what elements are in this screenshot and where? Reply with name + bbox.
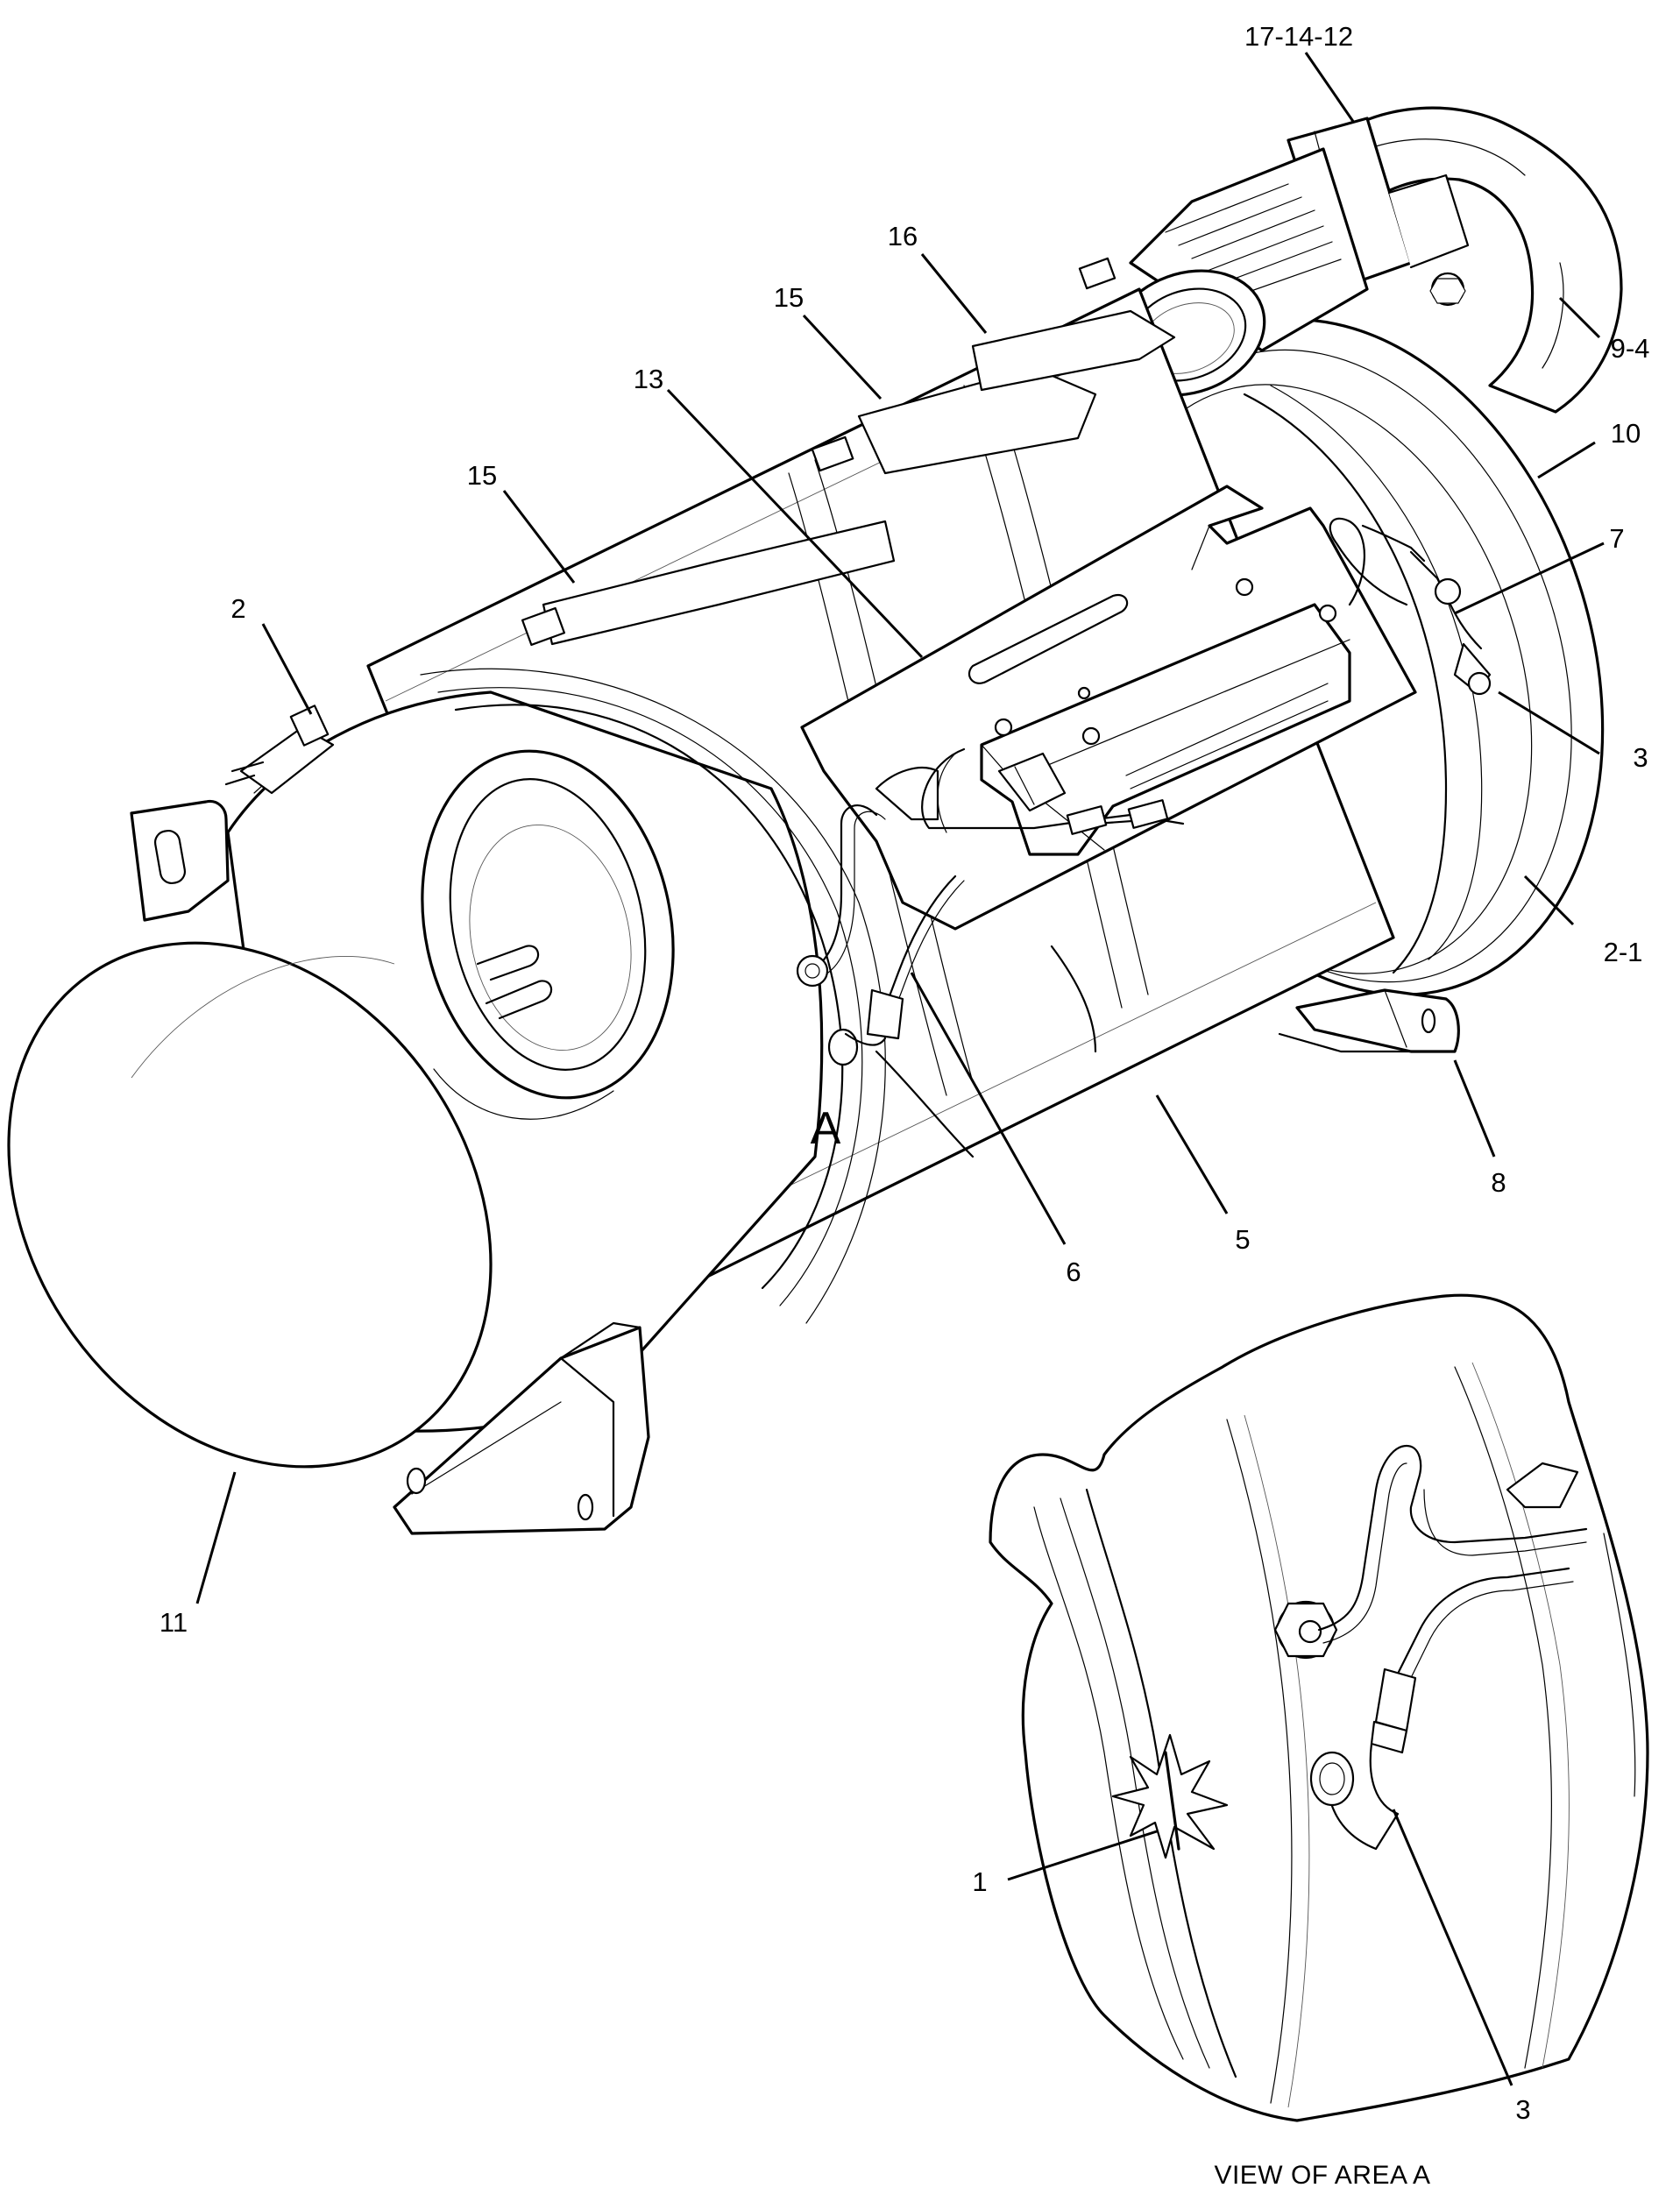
rear-flange-rings — [1243, 385, 1483, 974]
leader-7 — [1454, 542, 1605, 615]
leader-9-4 — [1558, 296, 1601, 339]
leader-8 — [1453, 1059, 1496, 1158]
leader-3-detail — [1392, 1809, 1513, 2086]
callout-2-1: 2-1 — [1604, 937, 1643, 967]
main-assembly: A — [7, 106, 1623, 1535]
sensor-tubes — [796, 804, 965, 1066]
callout-7: 7 — [1609, 523, 1624, 554]
leader-1 — [1007, 1830, 1158, 1881]
leader-lines — [195, 52, 1605, 1604]
callout-labels: 17-14-12 16 15 15 13 9-4 10 7 2 3 2-1 8 … — [159, 21, 1650, 2190]
rear-mount-bracket — [1278, 988, 1460, 1053]
leader-2-1 — [1523, 874, 1575, 926]
callout-3-main: 3 — [1633, 742, 1648, 773]
sensor-harness — [921, 517, 1492, 835]
callout-3-detail: 3 — [1515, 2094, 1530, 2125]
leader-15-left — [502, 490, 576, 584]
callout-17-14-12: 17-14-12 — [1244, 21, 1353, 52]
detail-view-a — [989, 1293, 1649, 2122]
area-a-marker: A — [811, 1103, 841, 1154]
leader-15-top — [802, 314, 883, 400]
leader-2 — [261, 623, 313, 715]
leader-17-14-12 — [1304, 52, 1356, 124]
sensor-module — [980, 577, 1351, 856]
callout-11: 11 — [159, 1607, 188, 1638]
callout-15-top: 15 — [774, 282, 804, 313]
mounting-straps — [521, 257, 1176, 647]
callout-2: 2 — [230, 593, 245, 624]
leader-16 — [920, 253, 988, 334]
callout-9-4: 9-4 — [1611, 333, 1650, 364]
detail-view-title: VIEW OF AREA A — [1214, 2161, 1430, 2190]
leader-11 — [195, 1471, 237, 1604]
front-mount-bracket — [393, 1321, 650, 1535]
weld-symbol-icon — [1111, 1733, 1229, 1859]
callout-10: 10 — [1611, 418, 1641, 449]
callout-1: 1 — [972, 1866, 987, 1897]
callout-15-left: 15 — [467, 460, 497, 491]
leader-5 — [1155, 1094, 1229, 1214]
front-lift-bracket — [130, 799, 230, 922]
callout-8: 8 — [1491, 1167, 1506, 1198]
end-cover — [7, 941, 493, 1469]
front-v-clamp — [224, 705, 335, 795]
callout-13: 13 — [634, 364, 663, 394]
callout-16: 16 — [888, 221, 918, 251]
callout-5: 5 — [1235, 1224, 1250, 1255]
outlet-elbow-tube — [1317, 106, 1623, 414]
callout-6: 6 — [1066, 1257, 1081, 1287]
leader-3-main — [1498, 690, 1600, 755]
detail-leader-lines — [1007, 1809, 1513, 2086]
side-inlet-port — [421, 749, 675, 1120]
leader-13 — [666, 388, 924, 659]
leader-10 — [1537, 441, 1596, 479]
leader-6 — [910, 972, 1067, 1245]
